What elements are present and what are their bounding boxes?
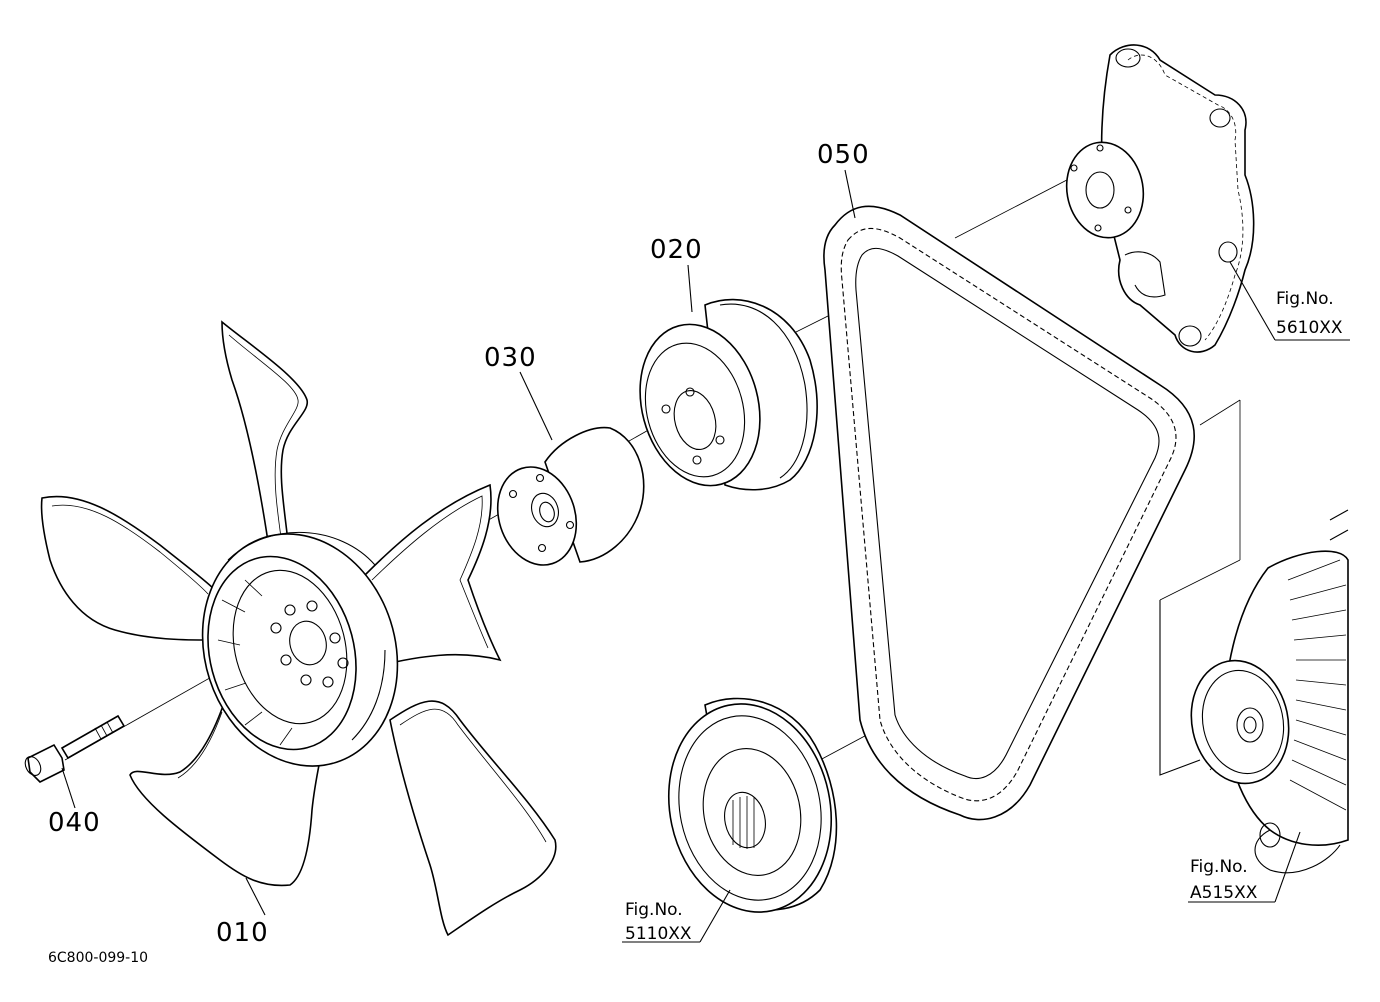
water-pump: [1065, 44, 1255, 353]
fan: [40, 320, 557, 937]
leader-lines: [61, 169, 1350, 943]
drawing-code: 6C800-099-10: [48, 950, 148, 966]
belt: [823, 205, 1196, 821]
fig-ref-label-crank-pulley: Fig.No.: [625, 900, 683, 920]
spacer: [496, 426, 645, 566]
fig-ref-code-alternator: A515XX: [1190, 883, 1258, 903]
part-number-020: 020: [650, 235, 703, 265]
part-number-050: 050: [817, 140, 870, 170]
fig-ref-code-water-pump: 5610XX: [1276, 318, 1343, 338]
part-number-040: 040: [48, 808, 101, 838]
fig-ref-code-crank-pulley: 5110XX: [625, 924, 692, 944]
fig-ref-label-alternator: Fig.No.: [1190, 857, 1248, 877]
alternator: [1159, 399, 1349, 874]
part-number-010: 010: [216, 918, 269, 948]
bolt: [24, 714, 126, 783]
crank-pulley: [667, 697, 838, 913]
pulley: [639, 298, 818, 491]
part-number-030: 030: [484, 343, 537, 373]
fig-ref-label-water-pump: Fig.No.: [1276, 289, 1334, 309]
